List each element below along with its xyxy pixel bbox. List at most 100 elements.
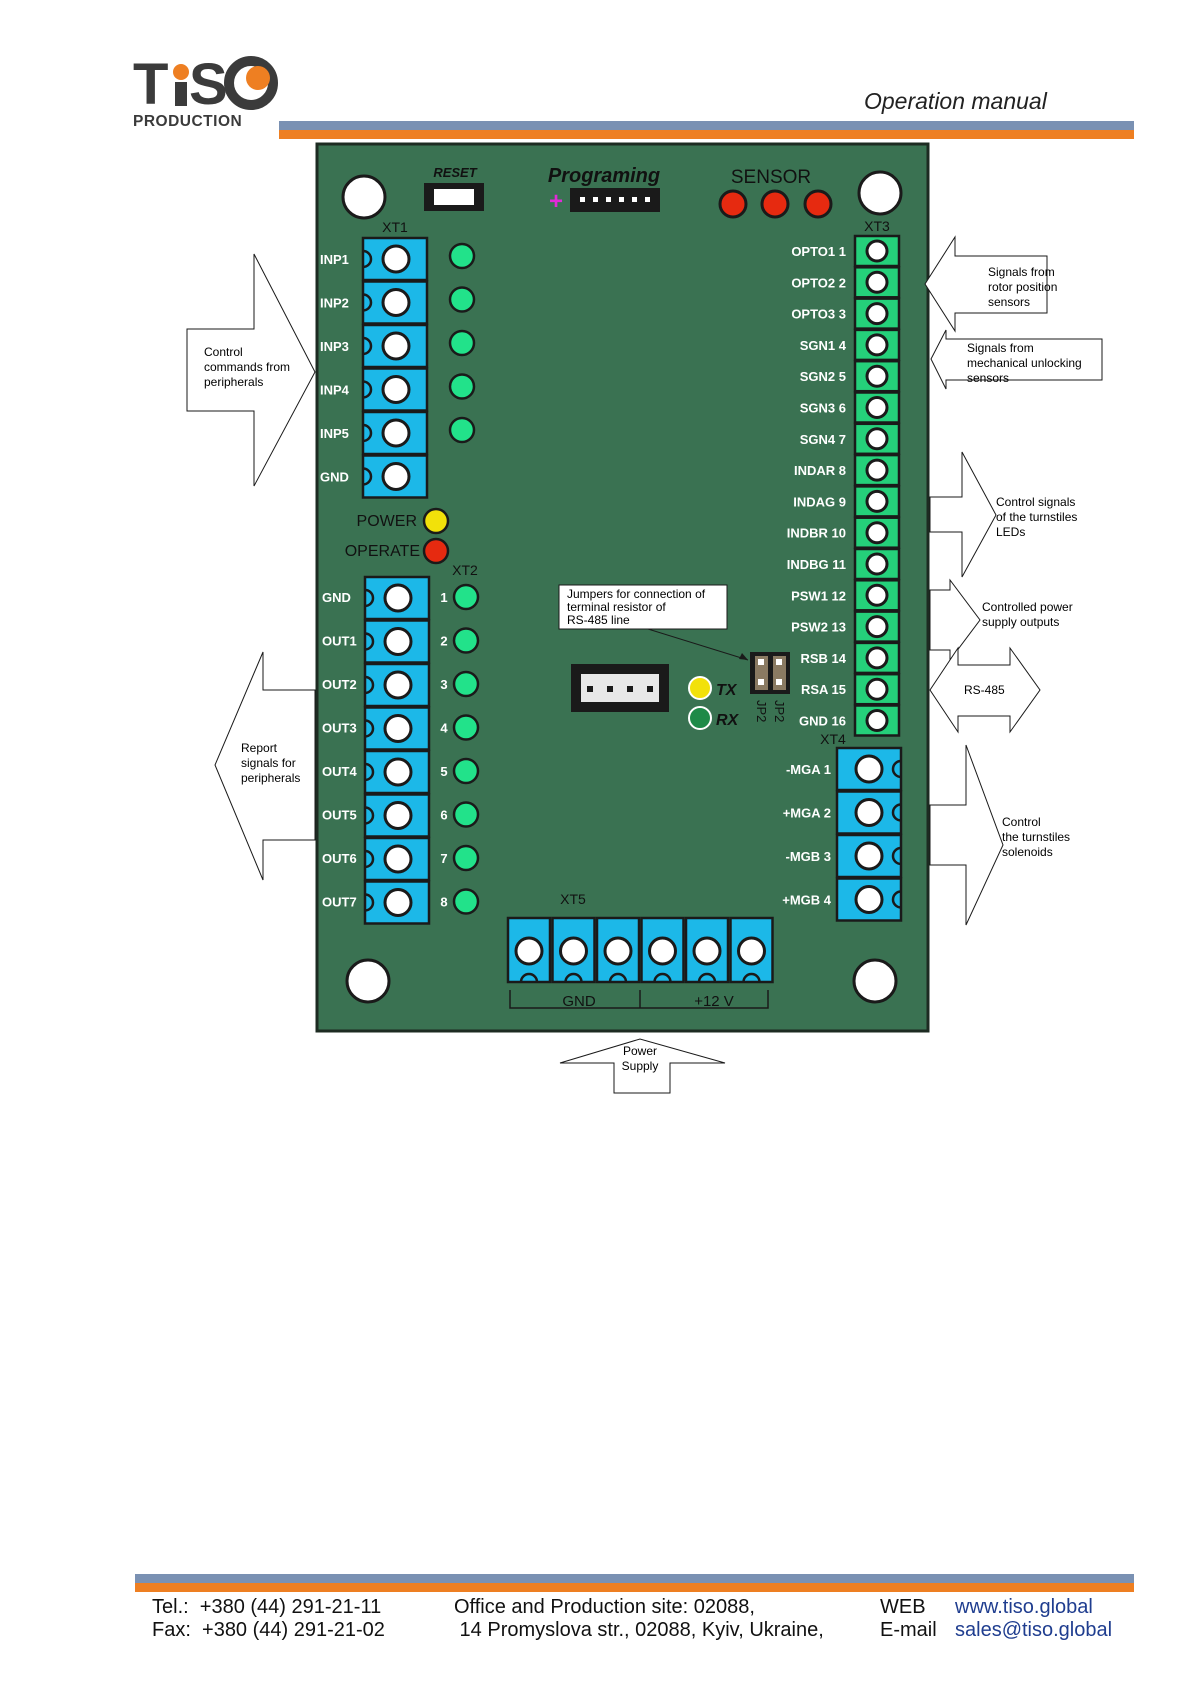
svg-text:Control: Control (1002, 815, 1041, 829)
xt3-terminal-screw (865, 709, 889, 732)
svg-text:peripherals: peripherals (204, 375, 263, 389)
footer-email-link[interactable]: sales@tiso.global (955, 1619, 1113, 1641)
xt2-terminal-clamp (364, 675, 375, 695)
xt3-terminal-screw (865, 458, 889, 482)
logo-subtitle: PRODUCTION (133, 113, 242, 130)
svg-text:peripherals: peripherals (241, 771, 300, 785)
footer-web-link[interactable]: www.tiso.global (955, 1596, 1093, 1618)
xt1-terminal-screw (381, 244, 411, 274)
logo: T S PRODUCTION (133, 52, 283, 130)
xt2-terminal-clamp (364, 762, 375, 782)
mounting-hole (341, 174, 387, 220)
svg-text:Report: Report (241, 741, 278, 755)
rs485-connector-pin (587, 686, 593, 692)
mounting-hole (857, 170, 903, 216)
xt2-pin-label: OUT5 (322, 808, 357, 823)
xt1-pin-label: INP4 (320, 383, 350, 398)
xt3-terminal-screw (865, 396, 889, 419)
xt2-pin-label: OUT1 (322, 634, 357, 649)
tx-label: TX (716, 682, 738, 699)
svg-text:solenoids: solenoids (1002, 845, 1053, 859)
xt4-pin-label: +MGA 2 (783, 806, 831, 821)
svg-text:commands from: commands from (204, 360, 290, 374)
xt2-terminal-screw (383, 888, 413, 917)
xt2-output-led (452, 583, 480, 611)
rs485-connector-pin (627, 686, 633, 692)
xt3-pin-label: INDAR 8 (794, 463, 846, 478)
svg-text:Signals from: Signals from (988, 265, 1055, 279)
jumper-pin (758, 659, 764, 665)
rx-label: RX (716, 712, 740, 729)
arrow-mech-unlock (930, 329, 1103, 390)
xt2-pin-number: 2 (440, 634, 447, 649)
xt2-terminal-clamp (364, 632, 375, 651)
programming-pin (632, 197, 637, 202)
svg-text:Supply: Supply (622, 1059, 659, 1073)
xt1-terminal-screw (381, 288, 411, 317)
xt3-pin-label: SGN3 6 (800, 401, 846, 416)
footer-bar-blue (135, 1574, 1134, 1583)
xt1-pin-label: INP5 (320, 426, 349, 441)
xt3-pin-label: SGN1 4 (800, 338, 847, 353)
xt3-pin-label: SGN2 5 (800, 369, 846, 384)
power-led (422, 507, 450, 535)
svg-text:RS-485 line: RS-485 line (567, 613, 630, 627)
jp2-label: JP2 (772, 700, 787, 722)
xt2-pin-label: OUT3 (322, 721, 357, 736)
xt3-terminal-screw (865, 583, 889, 607)
xt5-terminal-clamp (742, 972, 761, 983)
xt2-pin-number: 4 (440, 721, 448, 736)
programing-label: Programing (548, 165, 660, 187)
sensor-led (760, 189, 790, 219)
xt4-terminal-clamp (891, 803, 902, 822)
xt5-terminal-screw (603, 936, 633, 966)
xt2-output-led (452, 757, 480, 785)
xt1-pin-label: GND (320, 470, 349, 485)
rs485-connector-face (581, 674, 659, 702)
xt1-terminal-screw (381, 331, 411, 361)
xt3-terminal-screw (865, 552, 889, 576)
xt1-input-led (448, 286, 476, 313)
xt2-terminal-screw (383, 714, 413, 743)
xt1-terminal-clamp (362, 423, 373, 443)
operate-led (422, 537, 450, 565)
xt2-pin-label: OUT7 (322, 895, 357, 910)
xt5-group-bracket (509, 990, 769, 1009)
xt5-terminal-clamp (608, 972, 628, 983)
xt2-label: XT2 (452, 562, 478, 578)
svg-text:T: T (133, 52, 168, 117)
programming-pin (580, 197, 585, 202)
arrow-control-commands (186, 253, 316, 487)
xt4-terminal-screw (854, 798, 884, 827)
svg-text:the turnstiles: the turnstiles (1002, 830, 1070, 844)
xt3-pin-label: SGN4 7 (800, 432, 846, 447)
xt2-output-led (452, 627, 480, 654)
arrow-report-signals (214, 651, 316, 881)
footer-email-label: E-mail (880, 1619, 937, 1641)
sensor-label: SENSOR (731, 167, 811, 188)
xt3-terminal-screw (865, 333, 889, 357)
xt3-pin-label: INDAG 9 (793, 494, 846, 509)
jumper-note-box (558, 584, 728, 630)
xt2-output-led (452, 844, 480, 872)
arrow-rotor-sensors (924, 235, 1048, 333)
xt5-label: XT5 (560, 891, 586, 907)
svg-text:of the turnstiles: of the turnstiles (996, 510, 1077, 524)
xt1-pin-label: INP3 (320, 339, 349, 354)
xt2-terminal-screw (383, 757, 413, 787)
xt1-terminal-clamp (362, 336, 373, 356)
xt4-label: XT4 (820, 731, 846, 747)
document-title: Operation manual (864, 88, 1047, 114)
jumper-note-arrowhead (739, 653, 748, 660)
sensor-led (803, 189, 833, 219)
reset-label: RESET (433, 165, 477, 180)
svg-text:sensors: sensors (988, 295, 1030, 309)
xt2-pin-label: OUT6 (322, 851, 357, 866)
operate-label: OPERATE (345, 543, 420, 560)
xt5-terminal-clamp (697, 972, 717, 983)
xt3-pin-label: INDBR 10 (787, 526, 846, 541)
power-label: POWER (357, 513, 417, 530)
